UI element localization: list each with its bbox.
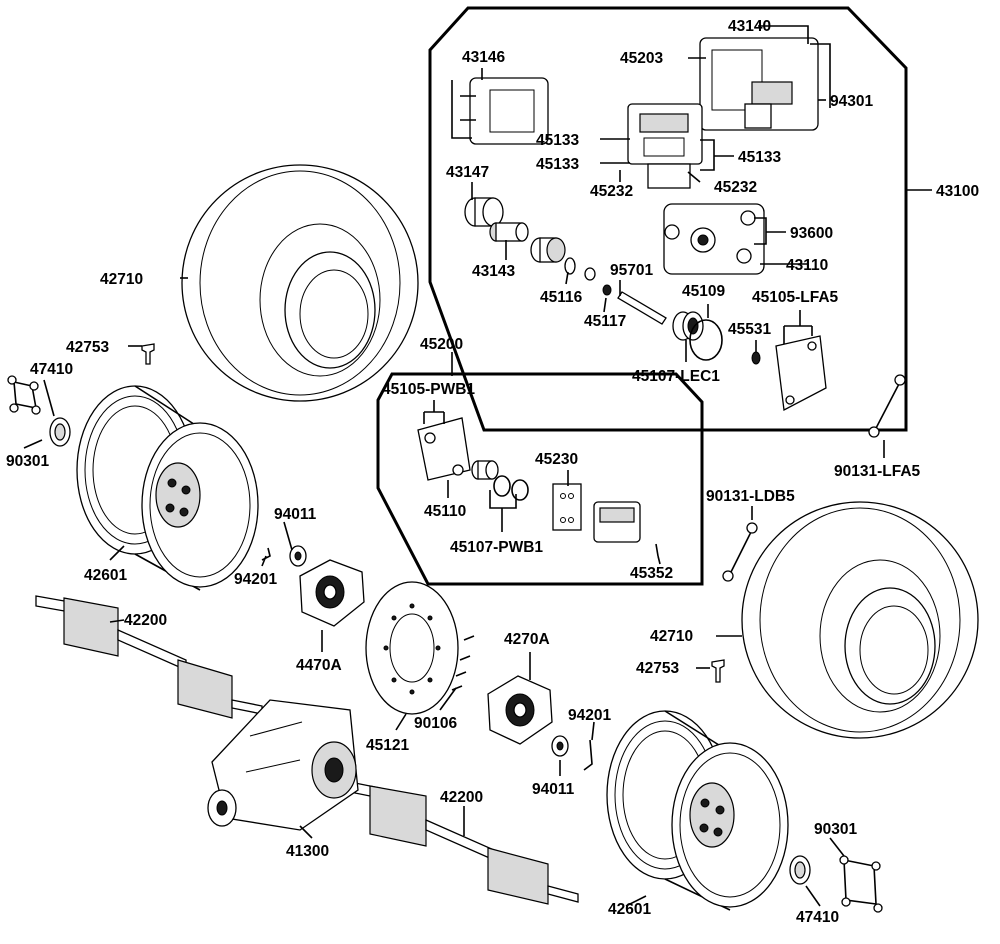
label-43147: 43147 xyxy=(446,164,489,181)
caliper-body-43140 xyxy=(699,37,831,131)
leader-lines xyxy=(23,25,932,907)
valve-stem-42753-lower xyxy=(711,659,725,683)
label-45133-b: 45133 xyxy=(536,156,579,173)
label-45232-a: 45232 xyxy=(590,183,633,200)
label-42710-upper: 42710 xyxy=(100,271,143,288)
bolts-90131-lfa5 xyxy=(868,374,906,438)
drive-shaft-42200-upper xyxy=(35,595,263,719)
label-45109: 45109 xyxy=(682,283,725,300)
sleeve-45107-pwb1 xyxy=(471,460,529,501)
caliper-body-43146 xyxy=(451,77,549,145)
label-90301-lower: 90301 xyxy=(814,821,857,838)
brake-pad-holder-45133 xyxy=(627,103,703,189)
tire-upper-left xyxy=(181,164,419,402)
cotter-pin-94201-upper xyxy=(261,547,271,561)
lug-nut-47410-upper xyxy=(49,417,71,447)
pin-45531 xyxy=(751,351,761,365)
hub-4270a xyxy=(487,675,553,745)
brake-disc-45121 xyxy=(365,581,459,715)
label-45133-c: 45133 xyxy=(738,149,781,166)
label-4270a: 4270A xyxy=(504,631,550,648)
bracket-45110 xyxy=(417,417,471,481)
label-90131-lfa5: 90131-LFA5 xyxy=(834,463,921,480)
rim-lower-right xyxy=(606,710,789,911)
label-94011-upper: 94011 xyxy=(274,506,317,523)
differential-41300 xyxy=(207,699,359,831)
hardware-kit-45230 xyxy=(552,483,582,531)
label-42753-upper: 42753 xyxy=(66,339,109,356)
nut-94011-upper xyxy=(289,545,307,567)
label-45105-pwb1: 45105-PWB1 xyxy=(382,381,475,398)
label-43143: 43143 xyxy=(472,263,515,280)
label-45116: 45116 xyxy=(540,289,583,306)
ring-45109 xyxy=(689,319,723,361)
label-41300: 41300 xyxy=(286,843,329,860)
label-45105-lfa5: 45105-LFA5 xyxy=(752,289,839,306)
part-labels: 43140 45203 43146 94301 45133 45133 4513… xyxy=(6,18,979,926)
label-90106: 90106 xyxy=(414,715,457,732)
valve-stem-42753-upper xyxy=(141,343,155,365)
label-42710-lower: 42710 xyxy=(650,628,693,645)
label-94201-lower: 94201 xyxy=(568,707,611,724)
label-43100: 43100 xyxy=(936,183,979,200)
label-45200: 45200 xyxy=(420,336,463,353)
caliper-bracket-group-outline xyxy=(376,372,704,586)
label-47410-lower: 47410 xyxy=(796,909,839,926)
label-43140: 43140 xyxy=(728,18,771,35)
lug-nut-47410-lower xyxy=(789,855,811,885)
caliper-housing-43110 xyxy=(663,203,765,275)
label-42601-upper: 42601 xyxy=(84,567,127,584)
brake-pads-45352 xyxy=(593,501,659,557)
label-45232-b: 45232 xyxy=(714,179,757,196)
brake-pad-45105-lfa5 xyxy=(775,335,827,412)
label-45203: 45203 xyxy=(620,50,663,67)
piston-seal-43147 xyxy=(464,197,504,227)
label-94011-lower: 94011 xyxy=(532,781,575,798)
label-90131-ldb5: 90131-LDB5 xyxy=(706,488,795,505)
label-45121: 45121 xyxy=(366,737,409,754)
drive-shaft-42200-lower xyxy=(349,781,579,905)
label-90301-upper: 90301 xyxy=(6,453,49,470)
label-45110: 45110 xyxy=(424,503,466,520)
tire-lower-right xyxy=(741,501,979,739)
wheel-nuts-90301-lower xyxy=(839,855,883,913)
label-45230: 45230 xyxy=(535,451,578,468)
label-93600: 93600 xyxy=(790,225,833,242)
label-94301: 94301 xyxy=(830,93,873,110)
label-42601-lower: 42601 xyxy=(608,901,651,918)
label-45107-lec1: 45107-LEC1 xyxy=(632,368,720,385)
label-94201-upper: 94201 xyxy=(234,571,277,588)
label-43110: 43110 xyxy=(786,257,828,274)
label-45352: 45352 xyxy=(630,565,673,582)
label-43146: 43146 xyxy=(462,49,505,66)
label-45531: 45531 xyxy=(728,321,771,338)
piston-43143 xyxy=(489,222,529,242)
label-45107-pwb1: 45107-PWB1 xyxy=(450,539,543,556)
label-4470a: 4470A xyxy=(296,657,342,674)
wheel-nuts-90301-upper xyxy=(7,375,41,415)
label-42200-lower: 42200 xyxy=(440,789,483,806)
bolts-90131-ldb5 xyxy=(722,522,758,582)
label-47410-upper: 47410 xyxy=(30,361,73,378)
small-seals-45116-45117 xyxy=(564,257,612,296)
label-95701: 95701 xyxy=(610,262,653,279)
cotter-pin-94201-lower xyxy=(583,739,593,771)
label-42753-lower: 42753 xyxy=(636,660,679,677)
piston-boot xyxy=(530,237,566,263)
caliper-assembly-outline xyxy=(428,6,908,432)
nut-94011-lower xyxy=(551,735,569,757)
label-45117: 45117 xyxy=(584,313,626,330)
hub-4470a xyxy=(299,559,365,627)
label-45133-a: 45133 xyxy=(536,132,579,149)
disc-bolts-90106 xyxy=(451,635,475,691)
bearing-45107-lec1 xyxy=(672,311,704,341)
label-42200-upper: 42200 xyxy=(124,612,167,629)
rim-upper-left xyxy=(76,385,259,591)
